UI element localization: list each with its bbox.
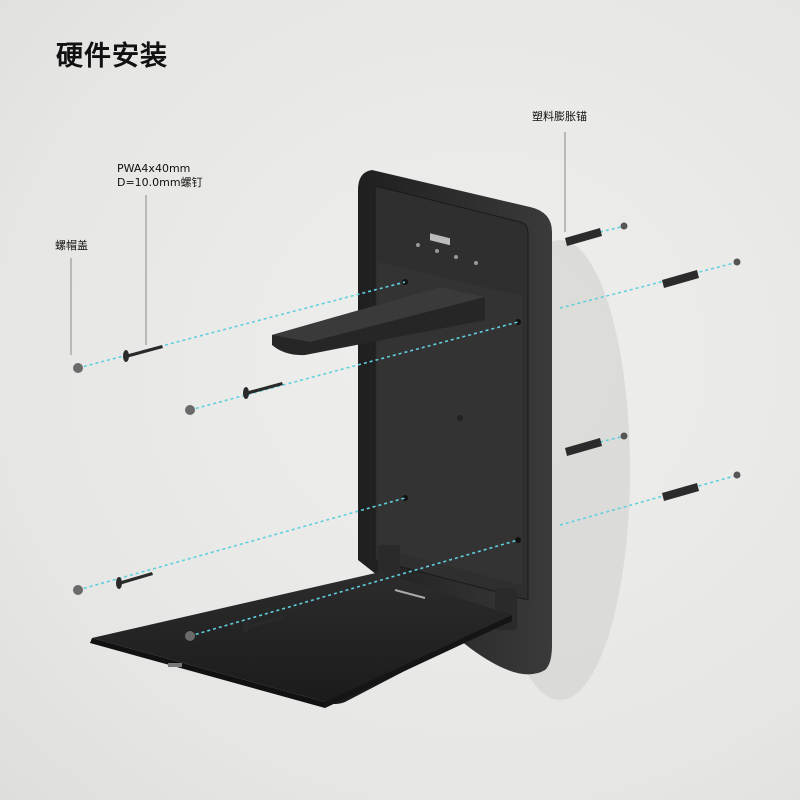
screws bbox=[116, 345, 283, 633]
indicator-icon bbox=[416, 243, 420, 247]
mount-hole bbox=[402, 495, 408, 501]
power-icon bbox=[454, 255, 458, 259]
screw-cap bbox=[185, 405, 195, 415]
tray-slot bbox=[168, 663, 182, 667]
center-sensor bbox=[457, 415, 463, 421]
anchor-label: 塑料膨胀锚 bbox=[532, 110, 587, 123]
mount-hole bbox=[515, 537, 521, 543]
screw-label-line2: D=10.0mm螺钉 bbox=[117, 176, 203, 189]
screw-cap bbox=[73, 585, 83, 595]
anchor bbox=[565, 438, 602, 456]
tray-latch bbox=[394, 589, 426, 599]
anchor bbox=[565, 228, 602, 246]
screw-cap bbox=[185, 631, 195, 641]
screw-cap bbox=[73, 363, 83, 373]
screw-label: PWA4x40mm D=10.0mm螺钉 bbox=[117, 162, 203, 190]
screw-label-line1: PWA4x40mm bbox=[117, 162, 191, 175]
screw bbox=[125, 345, 163, 358]
screw bbox=[245, 382, 283, 395]
anchor bbox=[662, 270, 699, 288]
screw bbox=[118, 572, 153, 585]
screw bbox=[245, 616, 283, 629]
cap-label: 螺帽盖 bbox=[55, 239, 88, 252]
key-icon bbox=[435, 249, 439, 253]
fold-down-tray bbox=[92, 572, 512, 704]
wall-anchors bbox=[565, 222, 741, 501]
settings-icon bbox=[474, 261, 478, 265]
anchor bbox=[662, 483, 699, 501]
screw-head bbox=[123, 350, 129, 362]
mount-hole bbox=[515, 319, 521, 325]
page-title: 硬件安装 bbox=[56, 41, 168, 72]
screw-caps bbox=[73, 363, 195, 641]
slot-indicator bbox=[430, 233, 450, 246]
back-plate-recess bbox=[378, 262, 522, 585]
